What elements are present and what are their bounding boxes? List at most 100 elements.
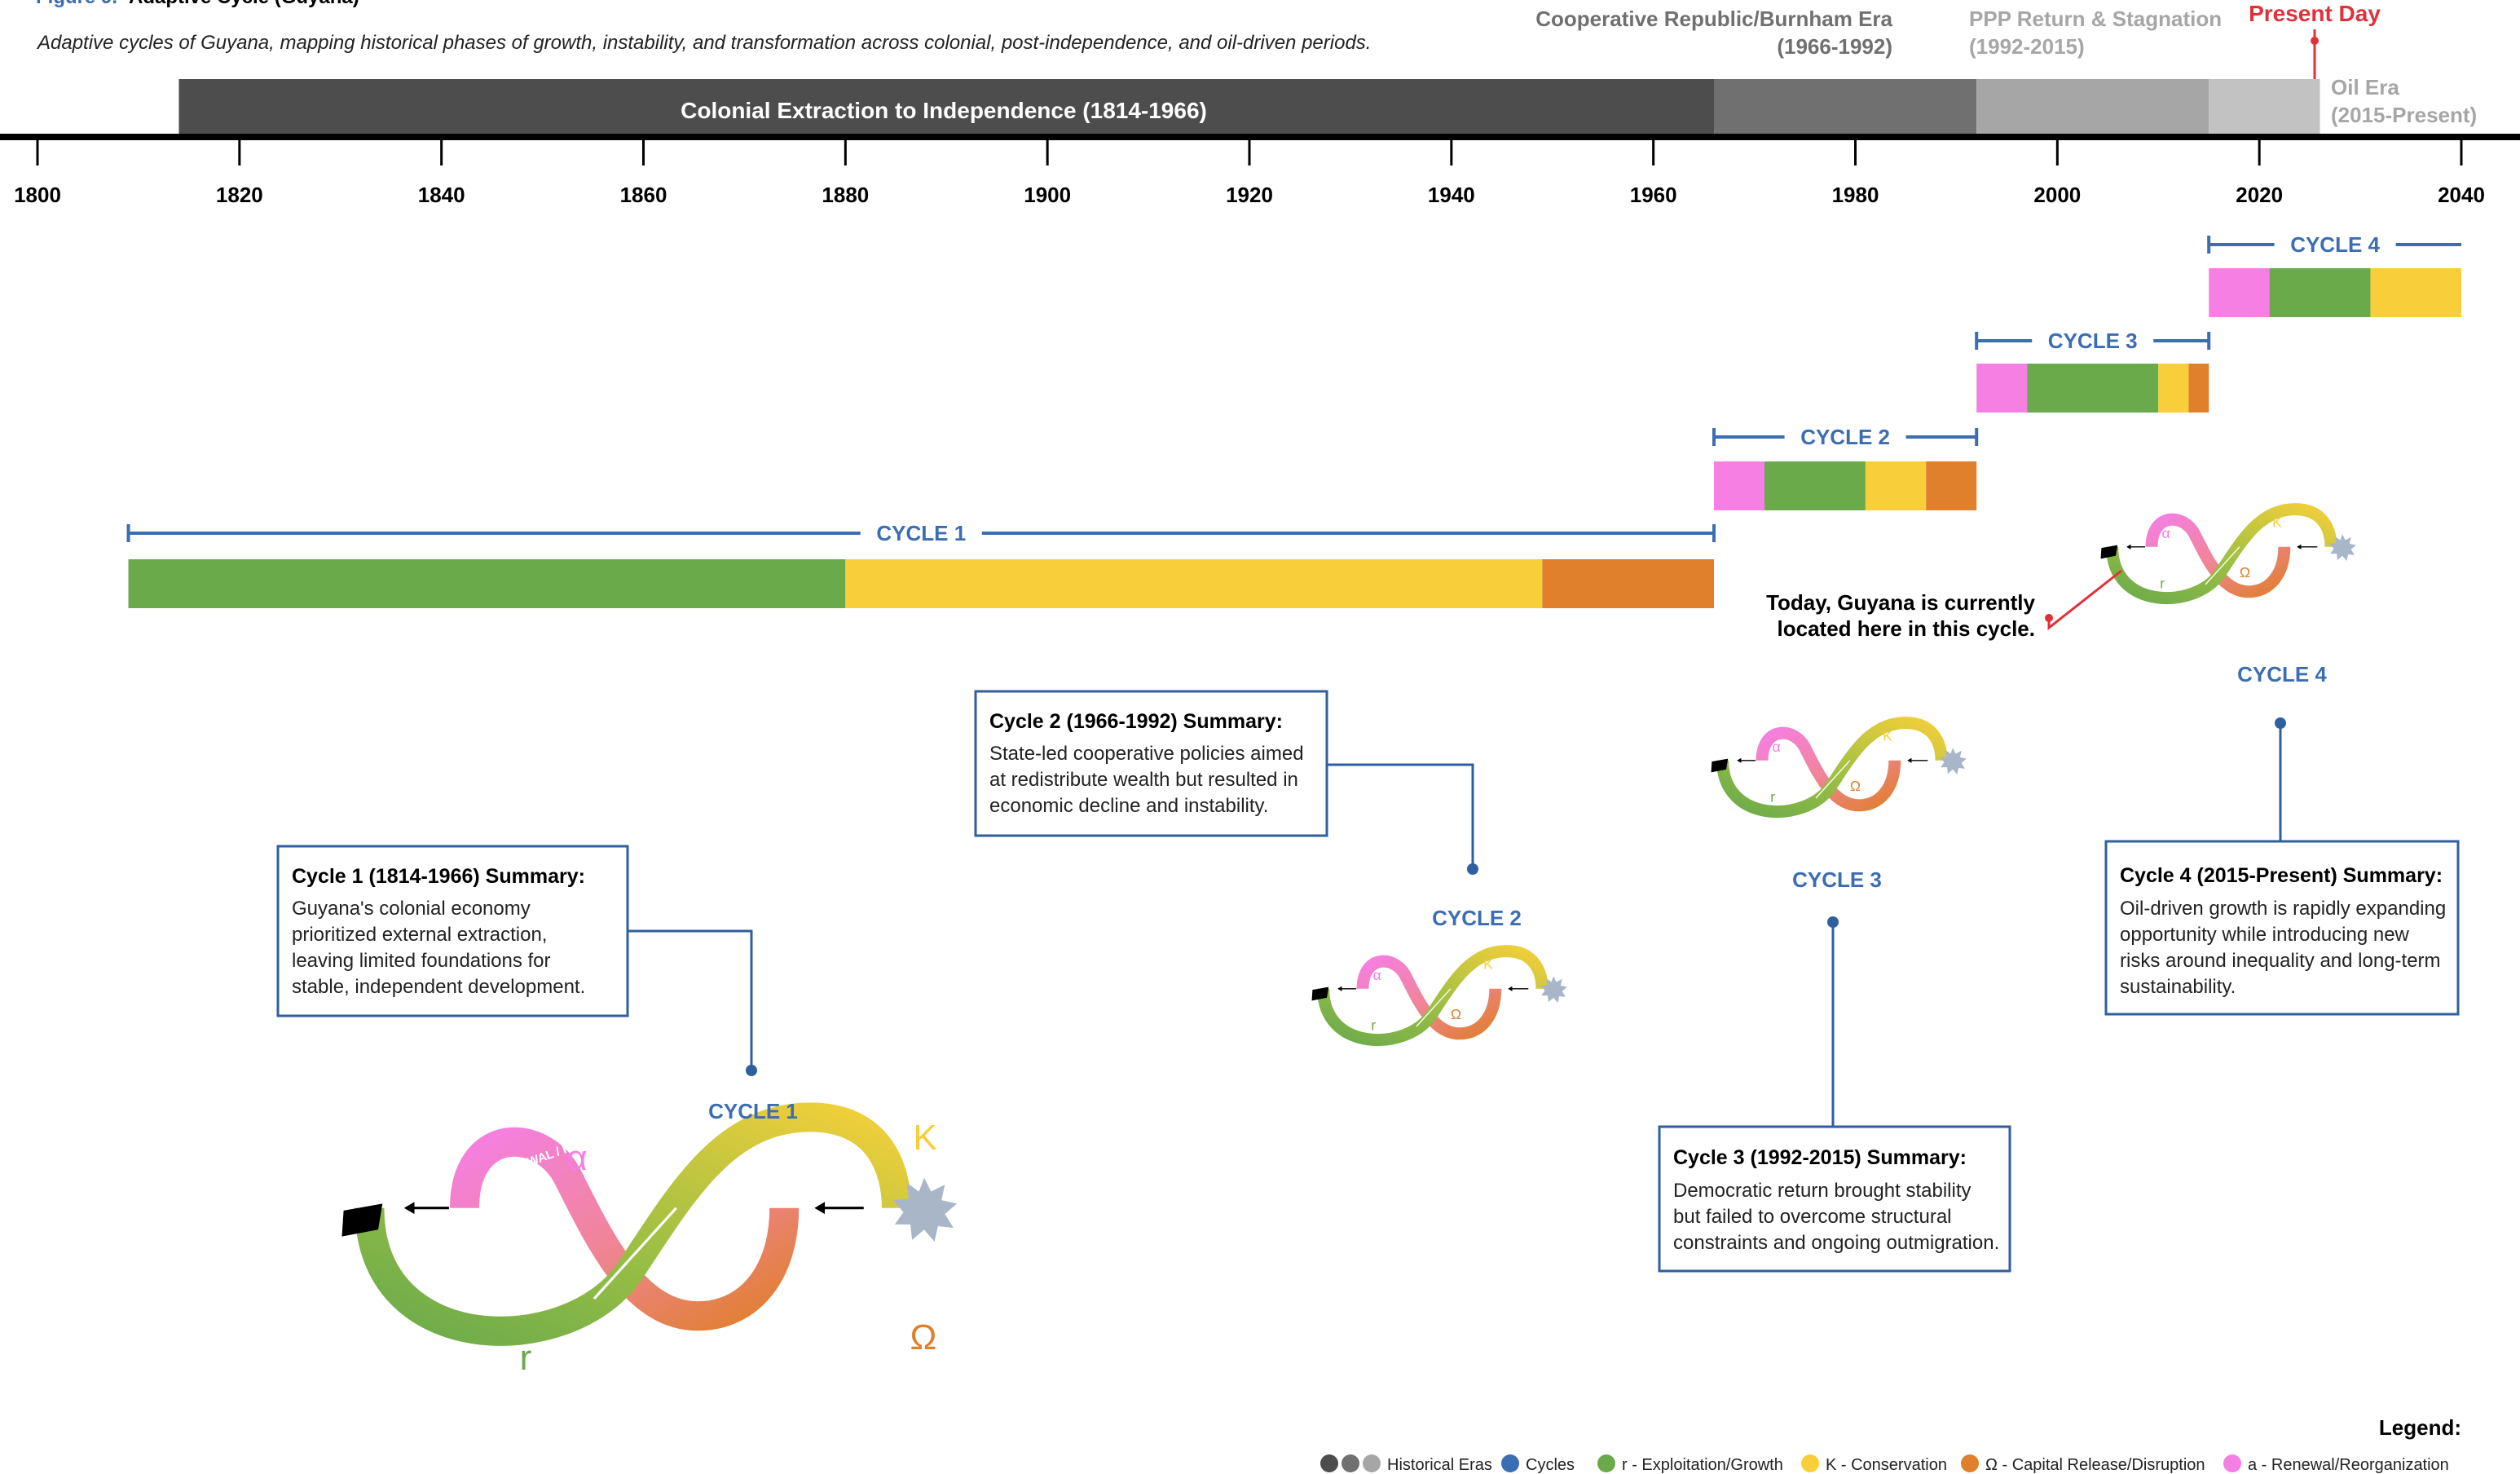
cycle-2-phase-omega: [1926, 461, 1977, 510]
cycle4-summary-line1: Oil-driven growth is rapidly expanding: [2120, 898, 2446, 920]
cycle1-summary: Cycle 1 (1814-1966) Summary: Guyana's co…: [276, 845, 757, 1076]
cycle1-summary-line1: Guyana's colonial economy: [292, 898, 531, 920]
cycle3-alpha: α: [1773, 739, 1781, 755]
cycle4-loop-label: CYCLE 4: [2237, 662, 2327, 686]
cycle-1-bar: CYCLE 1: [126, 519, 1716, 608]
legend-item-2: Cycles: [1501, 1454, 1575, 1474]
cycle-1-phase-K: [845, 559, 1543, 608]
cycle2-loop: α Ω K r: [1312, 951, 1567, 1040]
cycle2-summary-title: Cycle 2 (1966-1992) Summary:: [989, 710, 1283, 733]
legend-item-1: Historical Eras: [1320, 1454, 1492, 1474]
tick-label-1940: 1940: [1428, 183, 1475, 207]
cycle3-summary-title: Cycle 3 (1992-2015) Summary:: [1673, 1146, 1967, 1169]
tick-label-1840: 1840: [418, 183, 465, 207]
cycle4-summary-line4: sustainability.: [2120, 976, 2236, 998]
era-3-label-line2: (1992-2015): [1969, 34, 2085, 59]
cycle4-summary-line3: risks around inequality and long-term: [2120, 950, 2441, 972]
cycle1-r: r: [520, 1338, 532, 1378]
cycle2-summary: Cycle 2 (1966-1992) Summary: State-led c…: [974, 690, 1478, 875]
cycle4-k: K: [2272, 514, 2282, 531]
legend-item-3: r - Exploitation/Growth: [1597, 1454, 1783, 1474]
tick-label-1960: 1960: [1630, 183, 1677, 207]
cycle-4-phase-alpha: [2209, 268, 2270, 317]
present-day-dot: [2311, 37, 2319, 45]
cycle-2-bar: CYCLE 2: [1712, 422, 1979, 510]
legend-label: a - Renewal/Reorganization: [2248, 1456, 2449, 1474]
tick-label-1860: 1860: [620, 183, 667, 207]
cycle1-summary-line2: prioritized external extraction,: [292, 924, 547, 946]
legend-label: Historical Eras: [1387, 1456, 1492, 1474]
rigidity-trap-line2: Trap: [1165, 1189, 1191, 1203]
era-bar-2: [1714, 79, 1977, 135]
cycle3-summary-line1: Democratic return brought stability: [1673, 1180, 1971, 1202]
cycle-1-label: CYCLE 1: [876, 521, 966, 545]
era-1-label: Colonial Extraction to Independence (181…: [681, 98, 1207, 123]
cycle4-summary-title: Cycle 4 (2015-Present) Summary:: [2120, 864, 2443, 887]
era-3-label-line1: PPP Return & Stagnation: [1969, 7, 2222, 31]
cycle3-summary: Cycle 3 (1992-2015) Summary: Democratic …: [1658, 916, 2011, 1273]
tick-label-1900: 1900: [1024, 183, 1071, 207]
cycle-4-phase-r: [2269, 268, 2371, 317]
today-line2: located here in this cycle.: [1778, 616, 2035, 641]
tick-label-1880: 1880: [822, 183, 869, 207]
legend-item-4: K - Conservation: [1801, 1454, 1947, 1474]
tick-label-2020: 2020: [2236, 183, 2283, 207]
cycle-2-phase-K: [1865, 461, 1927, 510]
legend-item-6: a - Renewal/Reorganization: [2223, 1454, 2449, 1474]
cycle2-omega: Ω: [1451, 1006, 1461, 1022]
legend-label: Cycles: [1526, 1456, 1575, 1474]
cycle1-loop: α K Ω r GROWTH / EXPLOITATION STABILITY …: [341, 1019, 1201, 1463]
cycle1-summary-line4: stable, independent development.: [292, 976, 585, 998]
cycle4-summary-line2: opportunity while introducing new: [2120, 924, 2410, 946]
cycle-3-label: CYCLE 3: [2048, 329, 2138, 353]
cycle4-r: r: [2160, 575, 2165, 591]
cycle4-alpha: α: [2162, 525, 2170, 541]
legend: Legend: Historical Eras Cycles r - Exploit…: [1320, 1415, 2461, 1474]
legend-label: r - Exploitation/Growth: [1622, 1456, 1783, 1474]
cycle-1-phase-r: [128, 559, 846, 608]
figure-label: Figure 9.: [36, 0, 117, 8]
cycle2-summary-line1: State-led cooperative policies aimed: [989, 743, 1304, 765]
tick-label-1980: 1980: [1832, 183, 1879, 207]
present-day-label: Present Day: [2249, 1, 2381, 26]
cycle1-loop-label: CYCLE 1: [708, 1099, 798, 1123]
era-bar-3: [1976, 79, 2209, 135]
cycle-3-label-bg: [2032, 326, 2154, 355]
legend-swatch: [1961, 1454, 1979, 1472]
cycle-1-phase-omega: [1542, 559, 1715, 608]
tick-label-2040: 2040: [2438, 183, 2485, 207]
figure-title: Adaptive Cycle (Guyana): [129, 0, 359, 8]
cycle2-summary-line3: economic decline and instability.: [989, 795, 1268, 817]
legend-item-5: Ω - Capital Release/Disruption: [1961, 1454, 2205, 1474]
legend-title: Legend:: [2379, 1415, 2461, 1440]
cycle3-loop-label: CYCLE 3: [1792, 867, 1882, 892]
cycle3-omega: Ω: [1850, 778, 1861, 794]
tick-label-1920: 1920: [1226, 183, 1273, 207]
era-4-label-line1: Oil Era: [2331, 75, 2399, 99]
cycle-3-phase-K: [2158, 364, 2189, 413]
cycle3-summary-line2: but failed to overcome structural: [1673, 1206, 1952, 1228]
today-pointer: [2047, 569, 2122, 631]
legend-label: K - Conservation: [1826, 1456, 1947, 1474]
eras-band: [178, 79, 2320, 135]
growth-label: GROWTH / EXPLOITATION: [439, 1406, 634, 1463]
cycle3-r: r: [1770, 788, 1775, 805]
cycle4-summary: Cycle 4 (2015-Present) Summary: Oil-driv…: [2104, 717, 2460, 1016]
cycle-3-phase-r: [2027, 364, 2159, 413]
rigidity-trap-line1: Rigidity: [1156, 1174, 1201, 1188]
cycle4-omega: Ω: [2240, 564, 2250, 580]
stability-label: STABILITY / CONSERVATION: [866, 1019, 1067, 1125]
cycle-2-phase-r: [1764, 461, 1866, 510]
cycle2-r: r: [1371, 1017, 1376, 1033]
era-bar-4: [2209, 79, 2320, 135]
cycle-3-phase-alpha: [1976, 364, 2028, 413]
cycle2-k: K: [1483, 956, 1493, 973]
cycle1-summary-title: Cycle 1 (1814-1966) Summary:: [292, 865, 585, 888]
figure-caption: Adaptive cycles of Guyana, mapping histo…: [36, 32, 1371, 54]
legend-swatch: [1801, 1454, 1819, 1472]
cycle-4-bar: CYCLE 4: [2207, 230, 2461, 317]
cycle-1-label-bg: [860, 519, 982, 548]
cycle1-summary-line3: leaving limited foundations for: [292, 950, 551, 972]
cycle-3-bar: CYCLE 3: [1975, 326, 2211, 413]
